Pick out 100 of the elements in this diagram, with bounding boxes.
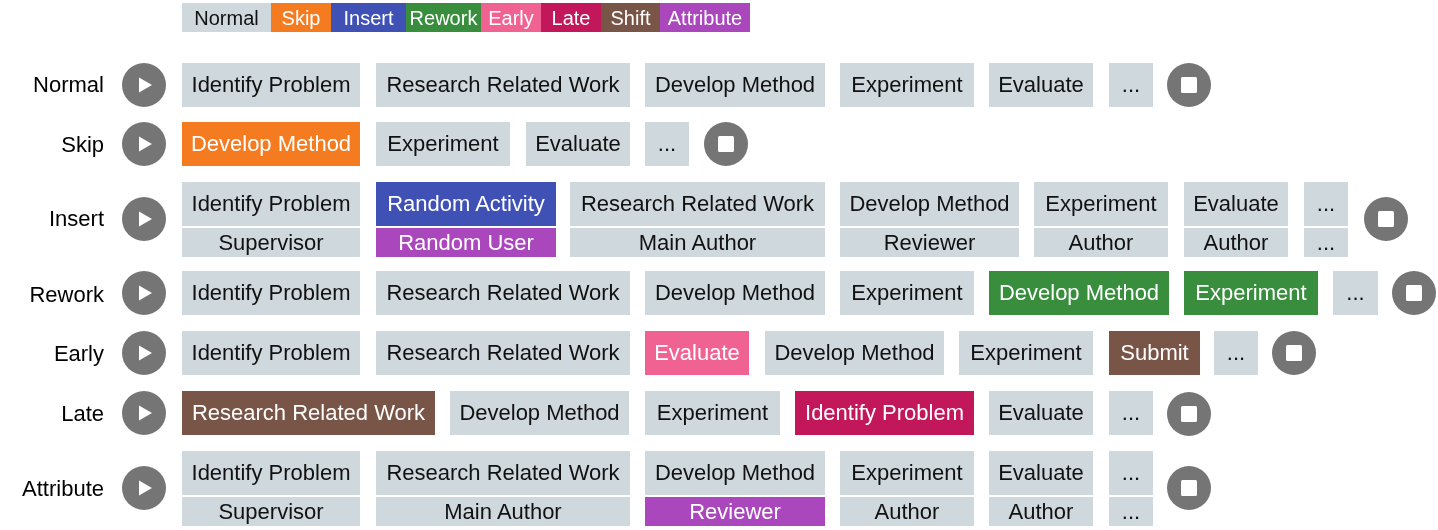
activity-box (376, 451, 630, 495)
activity-box (182, 63, 360, 107)
activity-box (1304, 182, 1348, 226)
legend-label: Shift (610, 6, 651, 29)
activity-label: Experiment (970, 341, 1082, 365)
role-label: Main Author (638, 230, 757, 255)
legend-label: Normal (194, 6, 259, 29)
activity-label: Experiment (1195, 281, 1307, 305)
activity-label: ... (657, 132, 677, 156)
activity-box (1333, 271, 1378, 315)
activity-label: ... (1121, 461, 1141, 485)
activity-label: Experiment (851, 461, 963, 485)
activity-label: Experiment (1045, 192, 1157, 216)
activity-box (840, 63, 974, 107)
role-box (1184, 228, 1288, 257)
role-box (182, 497, 360, 526)
row-label: Insert (48, 206, 104, 232)
activity-label: ... (1346, 281, 1365, 305)
row-label: Rework (29, 282, 104, 308)
legend-label: Attribute (667, 6, 743, 29)
activity-label: Identify Problem (191, 192, 351, 216)
activity-label: Identify Problem (191, 73, 351, 97)
activity-box (989, 451, 1093, 495)
activity-box (376, 331, 630, 375)
activity-label: Random Activity (387, 192, 545, 216)
activity-box (376, 122, 510, 166)
activity-label: Evaluate (998, 461, 1084, 485)
activity-box (645, 451, 825, 495)
activity-box (989, 271, 1169, 315)
role-box (1109, 497, 1153, 526)
role-label: Main Author (444, 499, 562, 524)
activity-box (1184, 271, 1318, 315)
role-label: Author (1068, 230, 1134, 255)
activity-box (182, 271, 360, 315)
activity-box (645, 271, 825, 315)
activity-label: ... (1226, 341, 1246, 365)
role-box (645, 497, 825, 526)
legend-label: Insert (343, 6, 394, 29)
activity-label: ... (1121, 73, 1141, 97)
activity-box (376, 271, 630, 315)
activity-label: Evaluate (998, 401, 1084, 425)
activity-label: Develop Method (774, 341, 935, 365)
activity-box (182, 331, 360, 375)
role-label: Reviewer (689, 499, 781, 524)
activity-label: Submit (1120, 341, 1189, 365)
activity-box (376, 63, 630, 107)
activity-box (1109, 63, 1153, 107)
activity-box (1184, 182, 1288, 226)
activity-box (989, 63, 1093, 107)
role-label: Author (874, 499, 940, 524)
legend-label: Skip (281, 6, 321, 29)
activity-label: ... (1121, 401, 1141, 425)
activity-box (795, 391, 974, 435)
activity-box (182, 451, 360, 495)
activity-label: Evaluate (1193, 192, 1279, 216)
activity-label: Develop Method (654, 461, 816, 485)
activity-box (645, 331, 749, 375)
activity-label: Identify Problem (805, 401, 964, 425)
role-box (1034, 228, 1168, 257)
activity-box (450, 391, 629, 435)
legend-label: Early (488, 6, 534, 29)
role-label: Random User (398, 230, 534, 255)
activity-box (989, 391, 1093, 435)
row-label: Early (53, 341, 104, 367)
row-label: Skip (61, 132, 104, 158)
activity-box (840, 182, 1019, 226)
legend-label: Late (551, 6, 591, 29)
role-label: ... (1316, 230, 1336, 255)
activity-box (182, 391, 435, 435)
activity-label: Develop Method (654, 281, 816, 305)
activity-box (840, 271, 974, 315)
activity-box (959, 331, 1093, 375)
activity-box (645, 391, 780, 435)
role-box (840, 497, 974, 526)
role-box (1304, 228, 1348, 257)
activity-box (182, 122, 360, 166)
activity-label: Experiment (656, 401, 769, 425)
activity-label: Evaluate (654, 341, 740, 365)
activity-label: Evaluate (535, 132, 621, 156)
activity-label: Experiment (851, 281, 963, 305)
role-label: ... (1121, 499, 1141, 524)
role-label: Supervisor (218, 230, 324, 255)
activity-label: Research Related Work (386, 461, 620, 485)
activity-label: Research Related Work (386, 73, 620, 97)
activity-box (570, 182, 825, 226)
activity-label: Develop Method (849, 192, 1010, 216)
activity-label: Evaluate (998, 73, 1084, 97)
activity-label: Research Related Work (580, 192, 815, 216)
activity-label: Identify Problem (191, 461, 351, 485)
role-box (989, 497, 1093, 526)
activity-box (526, 122, 630, 166)
role-box (182, 228, 360, 257)
role-label: Supervisor (218, 499, 324, 524)
activity-box (376, 182, 556, 226)
activity-label: Develop Method (998, 281, 1160, 305)
activity-box (645, 63, 825, 107)
activity-box (182, 182, 360, 226)
activity-label: Identify Problem (191, 341, 351, 365)
activity-label: Research Related Work (386, 341, 620, 365)
role-box (570, 228, 825, 257)
